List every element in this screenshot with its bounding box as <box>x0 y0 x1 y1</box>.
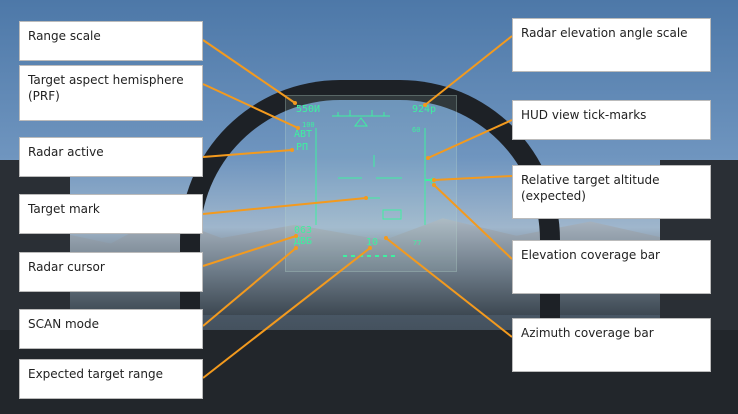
callout-target-mark: Target mark <box>19 194 203 234</box>
hud-radar-active: PП <box>296 142 308 153</box>
hud-target-range: 10 <box>366 237 378 248</box>
callout-azimuth-bar: Azimuth coverage bar <box>512 318 711 372</box>
callout-expected-range: Expected target range <box>19 359 203 399</box>
callout-radar-cursor: Radar cursor <box>19 252 203 292</box>
hud-bottom-right: 77 <box>413 239 421 247</box>
callout-radar-elevation: Radar elevation angle scale <box>512 18 711 72</box>
callout-lines <box>202 35 513 379</box>
range-scale-top: 100 <box>302 121 315 129</box>
heading-caret <box>354 117 368 127</box>
hud-aspect: ABT <box>294 129 312 140</box>
pitch-ladder <box>338 155 402 199</box>
hud-glass <box>285 95 457 272</box>
elev-top: 60 <box>412 126 420 134</box>
hud-symbology: 550И 924p 100 ABT PП 60 0 063 ДВБ <box>294 104 436 257</box>
callout-arrowheads <box>290 101 436 250</box>
hud-scan: ДВБ <box>294 236 312 247</box>
callout-elevation-bar: Elevation coverage bar <box>512 240 711 294</box>
callout-radar-active: Radar active <box>19 137 203 177</box>
hud-altitude: 924p <box>412 104 436 115</box>
heading-scale <box>332 110 390 127</box>
hud-azimuth: 063 <box>294 225 312 236</box>
callout-scan-mode: SCAN mode <box>19 309 203 349</box>
callout-relative-altitude: Relative target altitude (expected) <box>512 165 711 219</box>
target-mark <box>382 209 402 220</box>
hud-speed: 550И <box>296 104 320 115</box>
callout-hud-tickmarks: HUD view tick-marks <box>512 100 711 140</box>
rel-alt: 0 <box>430 177 435 187</box>
callout-target-aspect: Target aspect hemisphere (PRF) <box>19 65 203 121</box>
callout-range-scale: Range scale <box>19 21 203 61</box>
